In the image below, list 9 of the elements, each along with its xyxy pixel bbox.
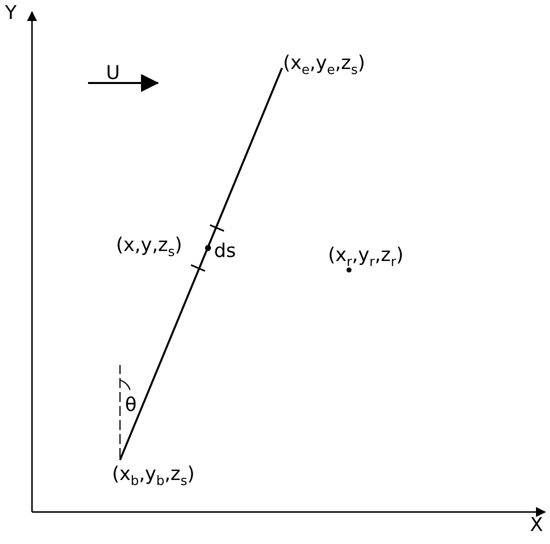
axis-label: Y: [5, 4, 17, 23]
coordinate-label: (x$_{b}$,y$_{b}$,z$_{s}$): [112, 465, 195, 488]
coordinate-label: (x$_{e}$,y$_{e}$,z$_{s}$): [283, 54, 366, 77]
segment-label: ds: [214, 242, 236, 261]
velocity-label: U: [106, 64, 120, 83]
axis-label: X: [530, 516, 544, 535]
coordinate-label: (x,y,z$_{s}$): [116, 236, 182, 259]
coordinate-label: (x$_{r}$,y$_{r}$,z$_{r}$): [328, 246, 404, 269]
angle-label: θ: [125, 396, 137, 415]
